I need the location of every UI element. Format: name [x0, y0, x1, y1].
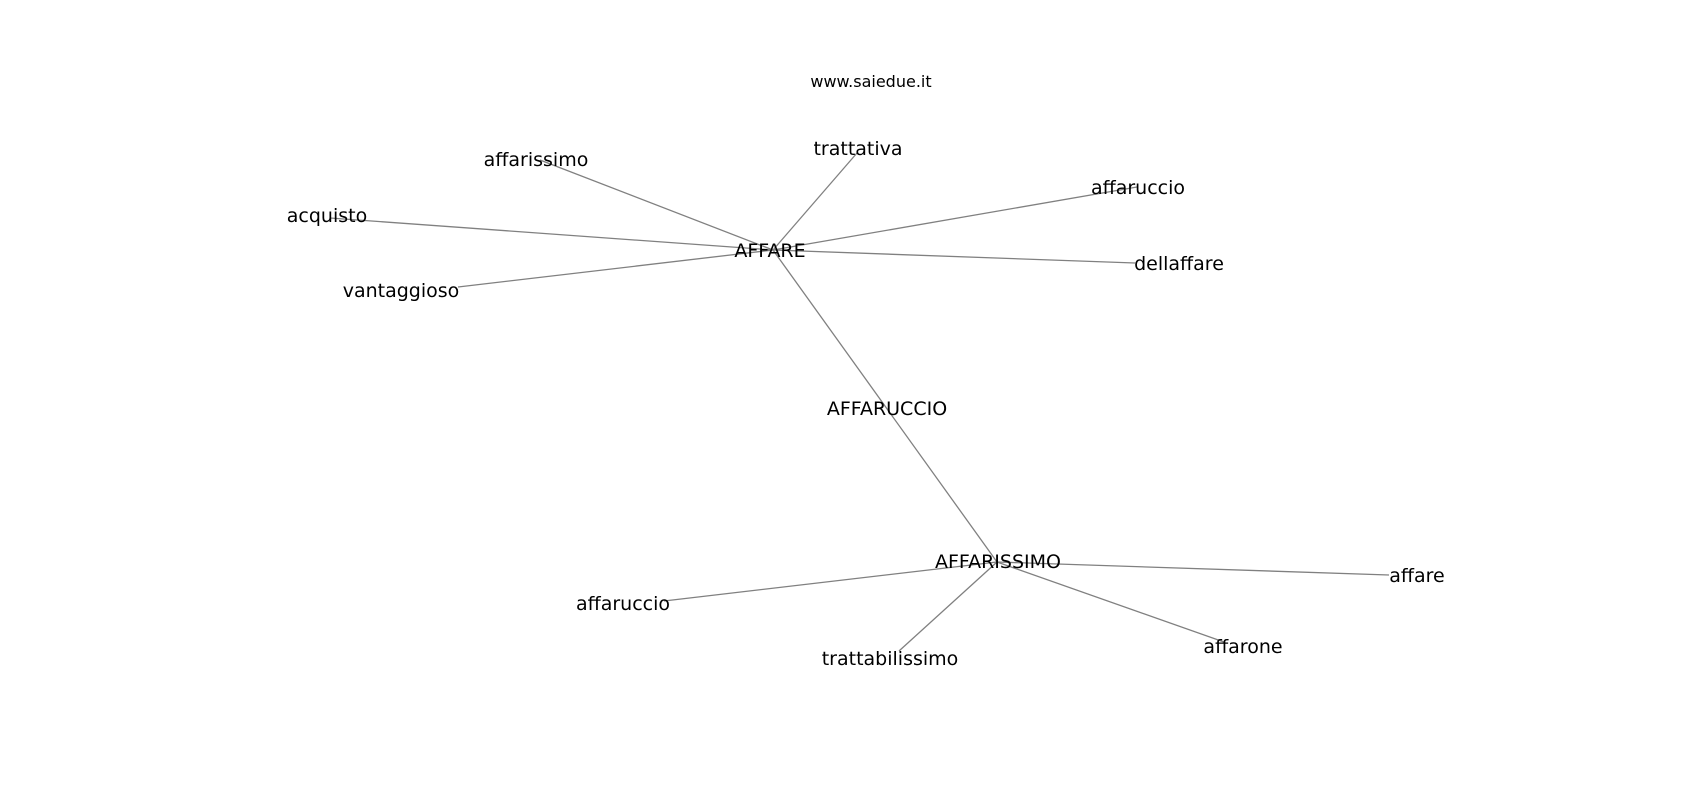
edge-affare_hub-acquisto	[329, 217, 774, 251]
edge-affare_hub-affarissimo_top	[539, 159, 774, 251]
edge-affare_hub-affaruccio_top	[772, 186, 1138, 251]
node-label-affarissimo-top: affarissimo	[484, 149, 589, 171]
edges-layer	[329, 152, 1390, 652]
node-label-affaruccio-bottom: affaruccio	[576, 593, 670, 615]
node-label-dellaffare: dellaffare	[1134, 253, 1224, 275]
site-watermark: www.saiedue.it	[810, 72, 931, 91]
node-label-affare-hub: AFFARE	[734, 240, 805, 262]
edge-affare_hub-dellaffare	[772, 249, 1136, 264]
edge-affarissimo_hub-affarone	[996, 561, 1225, 643]
edge-affarissimo_hub-affare_right	[996, 561, 1390, 576]
labels-layer: AFFARE affarissimo trattativa affaruccio acq…	[287, 138, 1445, 670]
node-label-trattabilissimo: trattabilissimo	[822, 648, 959, 670]
node-label-affaruccio-mid: AFFARUCCIO	[827, 398, 947, 420]
node-label-affare-right: affare	[1389, 565, 1444, 587]
node-label-affarone: affarone	[1203, 636, 1282, 658]
edge-affare_hub-affarissimo_hub	[772, 249, 998, 563]
node-label-vantaggioso: vantaggioso	[343, 280, 460, 302]
node-label-acquisto: acquisto	[287, 205, 367, 227]
edge-affare_hub-vantaggioso	[457, 249, 774, 288]
node-label-trattativa: trattativa	[813, 138, 902, 160]
edge-affarissimo_hub-affaruccio_bottom	[663, 561, 998, 602]
edge-affare_hub-trattativa	[772, 152, 858, 251]
edge-affarissimo_hub-trattabilissimo	[898, 561, 998, 652]
node-label-affarissimo-hub: AFFARISSIMO	[935, 551, 1061, 573]
node-label-affaruccio-top: affaruccio	[1091, 177, 1185, 199]
